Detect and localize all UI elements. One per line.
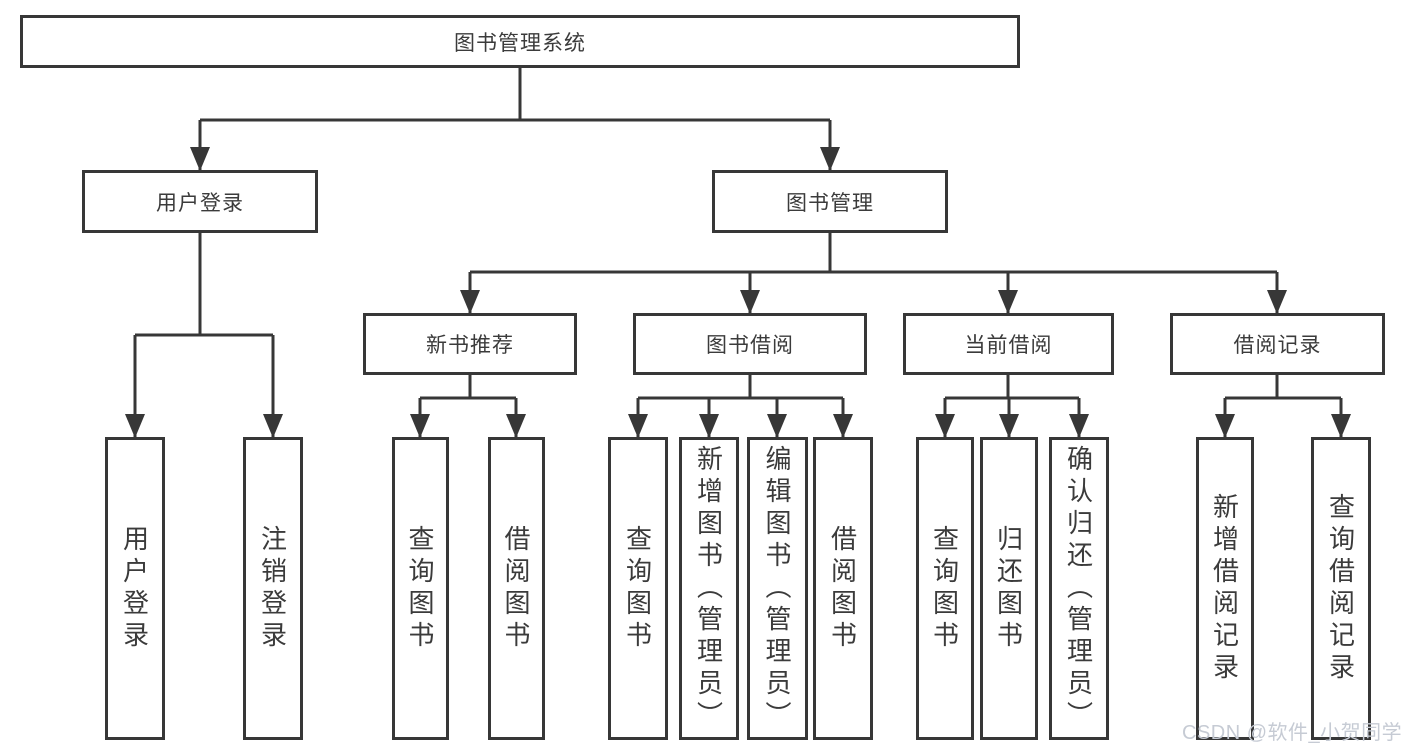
node-book-management: 图书管理 — [712, 170, 948, 233]
node-borrow-records: 借阅记录 — [1170, 313, 1385, 375]
leaf-logout-label: 注销登录 — [257, 524, 288, 653]
leaf-edit-books-admin-label: 编辑图书（管理员） — [762, 444, 792, 733]
leaf-recommend-borrow-books: 借阅图书 — [488, 437, 545, 740]
node-user-login: 用户登录 — [82, 170, 318, 233]
leaf-add-books-admin: 新增图书（管理员） — [679, 437, 739, 740]
leaf-return-books: 归还图书 — [980, 437, 1038, 740]
leaf-current-query-books: 查询图书 — [916, 437, 974, 740]
leaf-user-login: 用户登录 — [105, 437, 165, 740]
leaf-confirm-return-admin-label: 确认归还（管理员） — [1063, 444, 1094, 733]
leaf-add-books-admin-label: 新增图书（管理员） — [693, 444, 724, 733]
csdn-watermark: CSDN @软件_小贺同学 — [1182, 722, 1403, 744]
leaf-recommend-query-books-label: 查询图书 — [405, 524, 435, 653]
leaf-confirm-return-admin: 确认归还（管理员） — [1049, 437, 1109, 740]
node-book-borrow: 图书借阅 — [633, 313, 867, 375]
leaf-borrow-query-books: 查询图书 — [608, 437, 668, 740]
node-current-borrow: 当前借阅 — [903, 313, 1114, 375]
leaf-logout: 注销登录 — [243, 437, 303, 740]
leaf-user-login-label: 用户登录 — [119, 524, 150, 653]
leaf-edit-books-admin: 编辑图书（管理员） — [747, 437, 808, 740]
leaf-query-borrow-record: 查询借阅记录 — [1311, 437, 1371, 740]
leaf-recommend-borrow-books-label: 借阅图书 — [501, 524, 531, 653]
leaf-recommend-query-books: 查询图书 — [392, 437, 449, 740]
leaf-borrow-borrow-books-label: 借阅图书 — [827, 524, 858, 653]
leaf-borrow-borrow-books: 借阅图书 — [813, 437, 873, 740]
node-library-management-system: 图书管理系统 — [20, 15, 1020, 68]
leaf-add-borrow-record: 新增借阅记录 — [1196, 437, 1254, 740]
node-new-book-recommend: 新书推荐 — [363, 313, 577, 375]
leaf-borrow-query-books-label: 查询图书 — [622, 524, 653, 653]
leaf-current-query-books-label: 查询图书 — [929, 524, 960, 653]
leaf-return-books-label: 归还图书 — [993, 524, 1024, 653]
leaf-query-borrow-record-label: 查询借阅记录 — [1325, 492, 1356, 685]
leaf-add-borrow-record-label: 新增借阅记录 — [1209, 492, 1240, 685]
